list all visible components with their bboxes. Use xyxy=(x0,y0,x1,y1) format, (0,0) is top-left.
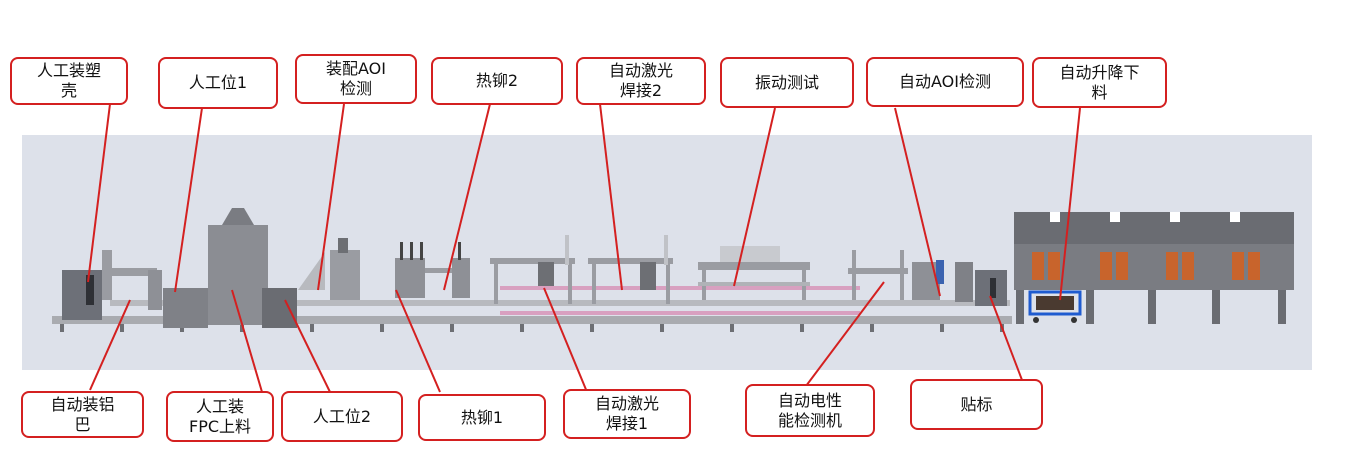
callout-auto-aluminum: 自动装铝 巴 xyxy=(21,391,144,438)
callout-manual-station-1: 人工位1 xyxy=(158,57,278,109)
callout-manual-plastic-shell: 人工装塑 壳 xyxy=(10,57,128,105)
station-assembly-aoi xyxy=(298,238,360,300)
station-fpc-loading xyxy=(163,208,297,328)
callout-manual-station-2: 人工位2 xyxy=(281,391,403,442)
station-vibration-test xyxy=(698,246,810,300)
callout-electrical-test: 自动电性 能检测机 xyxy=(745,384,875,437)
station-hot-riveting xyxy=(395,242,470,298)
callout-auto-aoi: 自动AOI检测 xyxy=(866,57,1024,107)
station-plastic-shell xyxy=(62,250,162,320)
leader-lines xyxy=(87,103,1081,393)
callout-hot-riveting-2: 热铆2 xyxy=(431,57,563,105)
callout-labeling: 贴标 xyxy=(910,379,1043,430)
callout-assembly-aoi: 装配AOI 检测 xyxy=(295,54,417,104)
callout-manual-fpc-loading: 人工装 FPC上料 xyxy=(166,391,274,442)
unloader-rack xyxy=(1014,212,1294,324)
callout-laser-welding-2: 自动激光 焊接2 xyxy=(576,57,706,105)
callout-auto-lift-unload: 自动升降下 料 xyxy=(1032,57,1167,108)
station-laser-welding xyxy=(490,235,673,304)
callout-vibration-test: 振动测试 xyxy=(720,57,854,108)
callout-laser-welding-1: 自动激光 焊接1 xyxy=(563,389,691,439)
callout-hot-riveting-1: 热铆1 xyxy=(418,394,546,441)
